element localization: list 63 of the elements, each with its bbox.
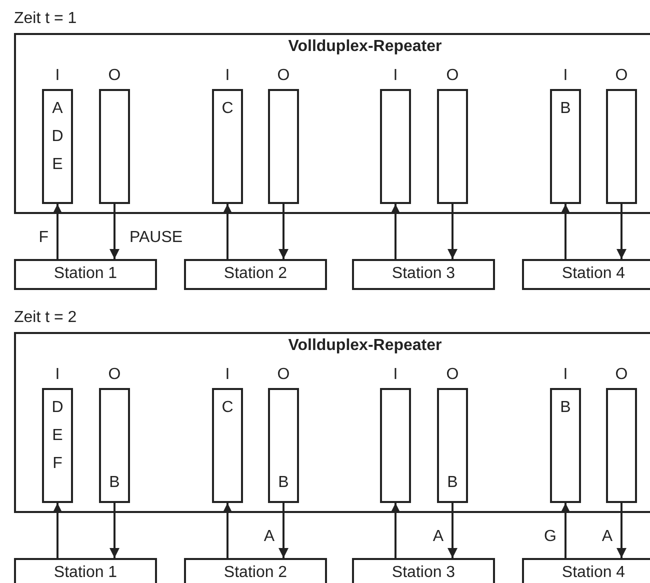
port-label: I [393, 365, 398, 385]
station-label: Station 1 [54, 563, 118, 583]
arrow [448, 204, 458, 259]
arrow [52, 503, 62, 558]
repeater-title: Vollduplex-Repeater [288, 38, 442, 56]
station-label: Station 4 [562, 264, 626, 284]
port-label: O [446, 66, 459, 86]
station-box [14, 558, 157, 583]
arrow [390, 503, 400, 558]
station-label: Station 3 [392, 264, 456, 284]
frame-letters: C [220, 398, 234, 418]
port-label: O [615, 365, 628, 385]
repeater-title: Vollduplex-Repeater [288, 337, 442, 355]
arrow [278, 503, 288, 558]
arrow [222, 503, 232, 558]
port-label: I [563, 66, 568, 86]
station-label: Station 3 [392, 563, 456, 583]
station-box [352, 259, 495, 290]
port-label: I [563, 365, 568, 385]
port-label: O [446, 365, 459, 385]
frame-letters: B [559, 398, 572, 418]
port-label: O [615, 66, 628, 86]
arrow [222, 204, 232, 259]
station-box [184, 558, 327, 583]
port-label: I [393, 66, 398, 86]
repeater-box [14, 332, 650, 513]
station-box [352, 558, 495, 583]
port-label: I [225, 66, 230, 86]
frame-letters: D E F [50, 398, 64, 474]
station-box [14, 259, 157, 290]
time-label: Zeit t = 2 [14, 309, 77, 327]
arrow [110, 503, 120, 558]
frame-letters: A D E [50, 99, 64, 175]
repeater-box [14, 33, 650, 214]
station-label: Station 2 [224, 264, 288, 284]
arrow [560, 503, 570, 558]
frame-letters: B [559, 99, 572, 119]
frame-letters: B [108, 473, 121, 493]
arrow [448, 503, 458, 558]
arrow [52, 204, 62, 259]
station-box [522, 259, 650, 290]
station-label: Station 4 [562, 563, 626, 583]
station-label: Station 2 [224, 563, 288, 583]
station-box [184, 259, 327, 290]
port-label: I [55, 66, 60, 86]
arrow [110, 204, 120, 259]
frame-letters: B [446, 473, 459, 493]
time-label: Zeit t = 1 [14, 10, 77, 28]
port-label: O [277, 365, 290, 385]
arrow [390, 204, 400, 259]
frame-letters: C [220, 99, 234, 119]
station-box [522, 558, 650, 583]
port-label: O [108, 66, 121, 86]
port-label: I [55, 365, 60, 385]
port-label: O [108, 365, 121, 385]
port-label: I [225, 365, 230, 385]
station-label: Station 1 [54, 264, 118, 284]
arrow [278, 204, 288, 259]
frame-letters: B [277, 473, 290, 493]
arrow [616, 503, 626, 558]
arrow [616, 204, 626, 259]
arrow [560, 204, 570, 259]
port-label: O [277, 66, 290, 86]
